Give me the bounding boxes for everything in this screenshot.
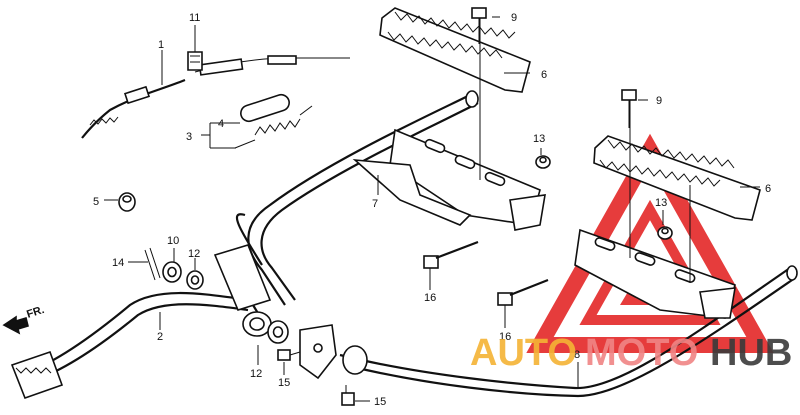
footpeg-bar-assembly [235,90,798,398]
front-label: FR. [25,304,46,321]
callout-4: 4 [218,118,224,130]
callout-16-left: 16 [424,292,436,304]
left-footpeg-rubber [379,7,531,93]
bolt-15-bottom [341,385,355,406]
nut-13-left [535,155,551,169]
callout-5: 5 [93,196,99,208]
watermark-word-auto: AUTO [470,332,577,374]
brake-pedal [10,244,272,400]
cotter-pin-14 [144,247,161,281]
callout-7: 7 [372,198,378,210]
spring-and-boot [234,93,313,149]
left-footpeg-bracket [352,128,546,231]
bracket-plate [299,324,337,380]
callout-11: 11 [189,12,200,24]
brake-cable [81,55,350,139]
callout-12-top: 12 [188,248,200,260]
callout-13-right: 13 [655,197,667,209]
callout-3: 3 [186,131,192,143]
callout-13-left: 13 [533,133,545,145]
nut-13-right [657,226,673,240]
callout-9-top: 9 [511,12,517,24]
watermark-word-hub: HUB [710,332,792,374]
callout-9-right: 9 [656,95,662,107]
callout-6-right: 6 [765,183,771,195]
callout-10: 10 [167,235,179,247]
callout-8: 8 [574,349,580,361]
bushing-12-bottom [267,320,289,344]
washer-10 [162,261,182,283]
bolt-9-top [471,7,487,44]
cable-clip [187,51,203,71]
bolt-9-right [621,89,637,128]
watermark-wordmark: AUTO MOTO HUB [470,332,792,374]
right-footpeg-rubber [593,135,761,221]
grommet-5 [118,192,136,212]
right-footpeg-bracket [574,228,736,319]
callout-numbers: 1 11 4 3 5 9 6 9 13 6 13 7 16 16 14 10 1… [93,12,771,408]
bolt-16-left [423,240,479,269]
bushing-12-top [186,270,204,290]
callout-2: 2 [157,331,163,343]
callout-15-center: 15 [278,377,290,389]
watermark-word-moto: MOTO [585,332,698,374]
callout-6-top: 6 [541,69,547,81]
callout-16-right: 16 [499,331,511,343]
leader-lines [104,16,760,402]
callout-12-bottom: 12 [250,368,262,380]
bolt-15-center [277,349,301,361]
callout-15-bottom: 15 [374,396,386,408]
bolt-16-right [497,278,549,306]
front-direction-marker: FR. [2,304,46,335]
callout-1: 1 [158,39,164,51]
callout-14: 14 [112,257,124,269]
